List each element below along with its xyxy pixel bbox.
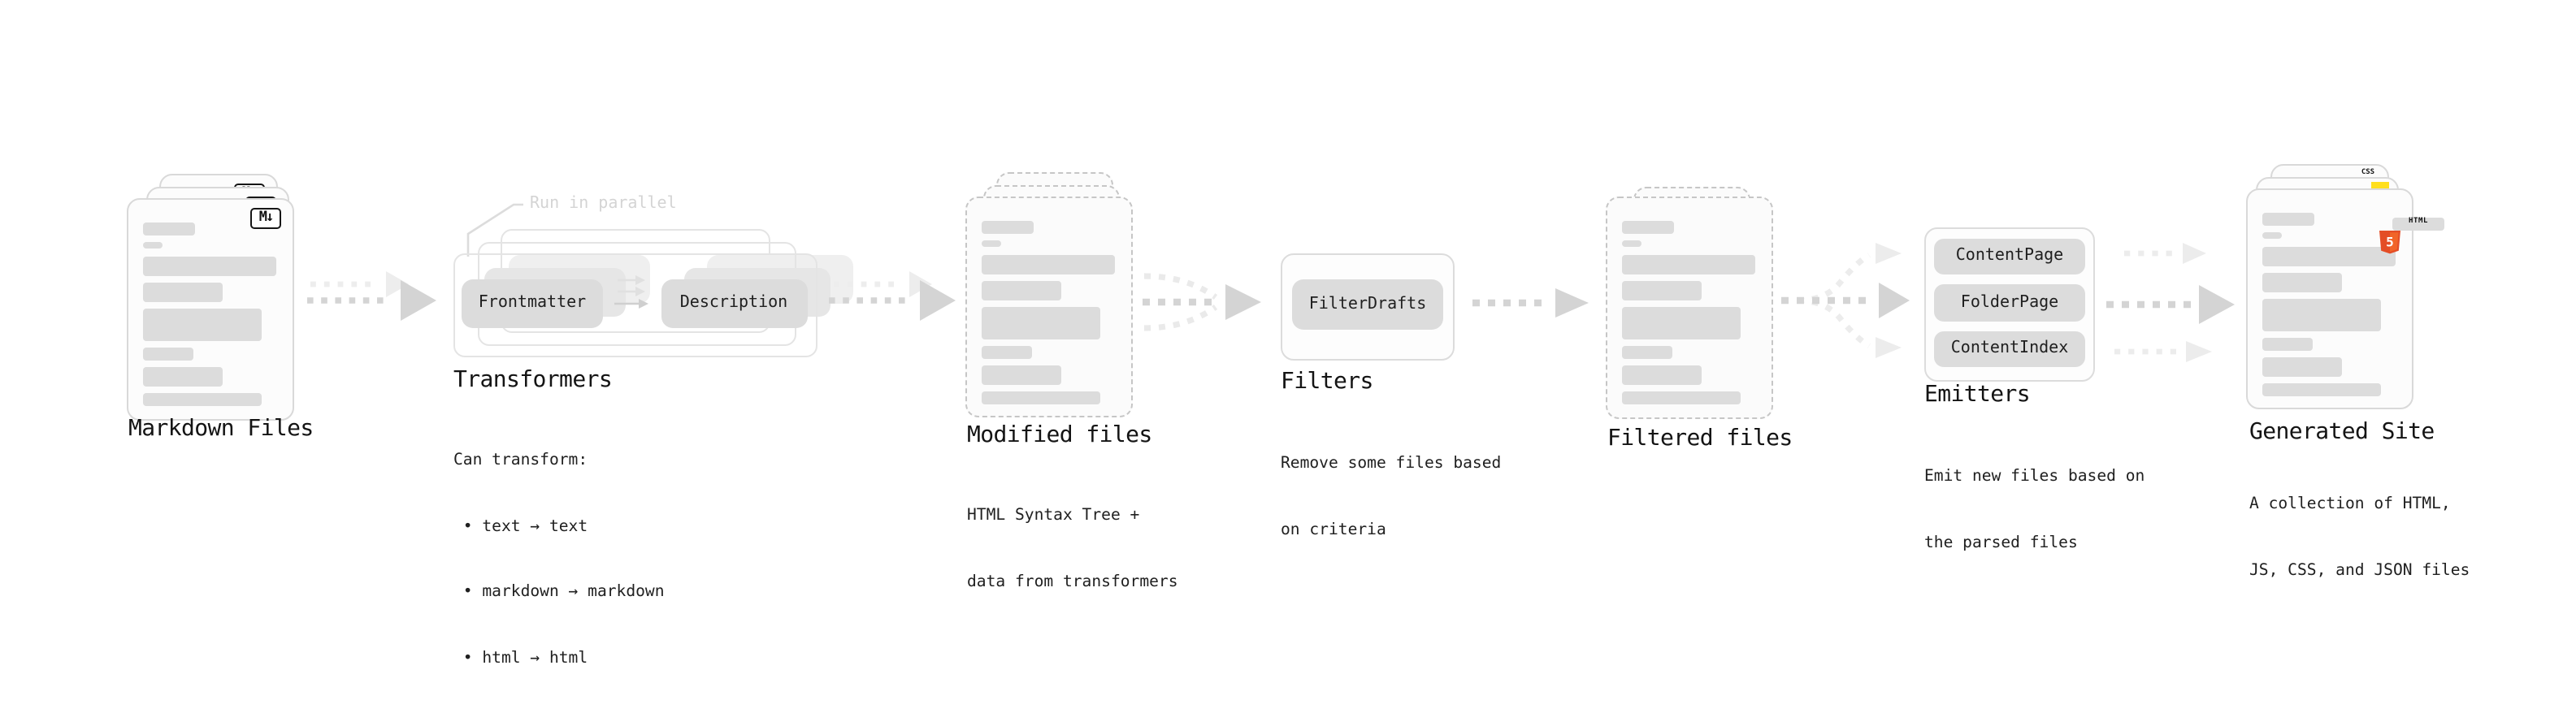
markdown-icon: M↓ (250, 208, 281, 229)
content-bar (2262, 272, 2341, 292)
run-in-parallel-annotation: Run in parallel (530, 195, 677, 213)
content-bar (1621, 280, 1701, 300)
content-bar (143, 392, 262, 405)
content-bar (2262, 246, 2395, 266)
transformer-layer-box (453, 253, 817, 357)
emitters-label: Emitters (1924, 382, 2031, 408)
content-bar (1621, 240, 1641, 246)
flow-arrow (829, 271, 956, 321)
content-bar (982, 306, 1100, 339)
file-card-dashed (965, 197, 1132, 417)
content-bar (2262, 232, 2281, 238)
content-bar (1621, 391, 1740, 404)
file-card: M↓ (127, 198, 294, 421)
flow-arrow (307, 271, 436, 321)
content-bar (1621, 306, 1740, 339)
content-bar (2262, 337, 2312, 350)
content-bar (143, 366, 223, 386)
content-bar (982, 391, 1100, 404)
content-bar (2262, 382, 2380, 395)
content-bar (1621, 254, 1754, 274)
content-bar (143, 223, 195, 236)
filters-label: Filters (1281, 369, 1373, 395)
content-bar (982, 365, 1061, 384)
description-pill: Description (661, 279, 807, 327)
js-icon (2371, 182, 2389, 191)
content-bar (143, 256, 276, 275)
content-bar (982, 254, 1115, 274)
generated-site-label: Generated Site (2249, 419, 2435, 445)
content-bar (2262, 213, 2314, 226)
content-bar (982, 280, 1061, 300)
generated-site-description: A collection of HTML, JS, CSS, and JSON … (2249, 495, 2470, 579)
flow-arrow (1472, 288, 1589, 318)
content-bar (982, 240, 1001, 246)
triple-arrow (2106, 243, 2235, 362)
content-bar (1621, 345, 1672, 358)
file-card-dashed (1605, 197, 1773, 418)
svg-text:5: 5 (2385, 235, 2393, 250)
content-bar (143, 347, 193, 360)
content-bar (982, 345, 1032, 358)
modified-files-description: HTML Syntax Tree + data from transformer… (967, 507, 1178, 590)
content-bar (2262, 356, 2341, 376)
content-bar (982, 221, 1034, 234)
filters-description: Remove some files based on criteria (1281, 455, 1502, 538)
contentindex-pill: ContentIndex (1934, 331, 2085, 367)
frontmatter-pill: Frontmatter (462, 279, 603, 327)
content-bar (143, 308, 262, 340)
merge-arrow (1143, 273, 1261, 331)
content-bar (143, 242, 163, 248)
branch-arrow (1781, 243, 1910, 358)
emitters-description: Emit new files based on the parsed files (1924, 468, 2145, 551)
parallel-arrows (614, 275, 648, 309)
content-bar (143, 282, 223, 301)
filterdrafts-pill: FilterDrafts (1292, 279, 1443, 329)
transformers-label: Transformers (453, 367, 613, 393)
markdown-files-label: Markdown Files (128, 416, 314, 442)
content-bar (1621, 221, 1673, 234)
pipeline-diagram: M↓ M↓ M↓ Markdown Files Run in parallel … (127, 164, 2470, 667)
contentpage-pill: ContentPage (1934, 238, 2085, 274)
transformers-description: Can transform: • text → text • markdown … (453, 452, 665, 667)
annotation-leader-line (466, 203, 523, 257)
html5-icon: HTML 5 (2378, 195, 2444, 255)
content-bar (2262, 298, 2380, 331)
filtered-files-label: Filtered files (1607, 426, 1793, 452)
folderpage-pill: FolderPage (1934, 284, 2085, 321)
modified-files-label: Modified files (967, 422, 1152, 448)
file-card: HTML 5 (2245, 188, 2444, 408)
content-bar (1621, 365, 1701, 384)
